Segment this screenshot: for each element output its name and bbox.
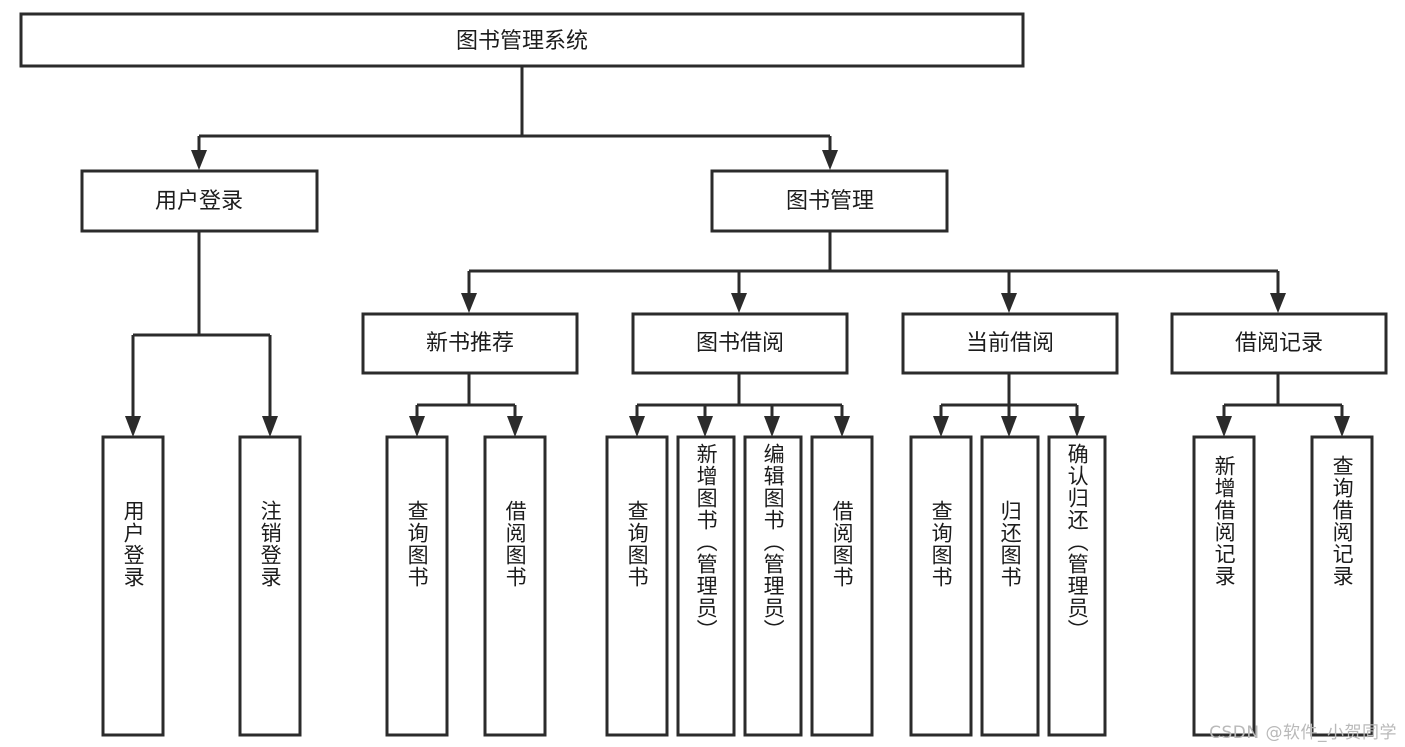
arrow-borrowrecords-leaf-2 bbox=[1334, 416, 1350, 437]
arrow-bookborrow-leaf-3 bbox=[764, 416, 780, 437]
node-current-borrow[interactable]: 当前借阅 bbox=[901, 312, 1119, 375]
node-user-login-box[interactable] bbox=[80, 169, 319, 233]
arrow-borrowrecords-leaf-1 bbox=[1216, 416, 1232, 437]
arrow-bookborrow-leaf-4 bbox=[834, 416, 850, 437]
node-book-borrow-box[interactable] bbox=[631, 312, 849, 375]
node-root[interactable]: 图书管理系统 bbox=[19, 12, 1025, 68]
arrow-root-to-book-manage bbox=[822, 150, 838, 170]
arrow-root-to-user-login bbox=[191, 150, 207, 170]
node-borrow-records-box[interactable] bbox=[1170, 312, 1388, 375]
arrow-currentborrow-leaf-1 bbox=[933, 416, 949, 437]
leaf-box-borrow-records-2[interactable] bbox=[1310, 435, 1374, 737]
node-current-borrow-box[interactable] bbox=[901, 312, 1119, 375]
node-new-book-recommend-box[interactable] bbox=[361, 312, 579, 375]
leaf-box-user-login-1[interactable] bbox=[101, 435, 165, 737]
arrow-userlogin-leaf-1 bbox=[125, 416, 141, 437]
watermark-text: CSDN @软件_小贺同学 bbox=[1209, 723, 1397, 743]
leaf-box-current-borrow-1[interactable] bbox=[909, 435, 973, 737]
node-borrow-records[interactable]: 借阅记录 bbox=[1170, 312, 1388, 375]
node-book-manage-box[interactable] bbox=[710, 169, 949, 233]
node-new-book-recommend[interactable]: 新书推荐 bbox=[361, 312, 579, 375]
arrow-currentborrow-leaf-3 bbox=[1069, 416, 1085, 437]
leaf-box-current-borrow-2[interactable] bbox=[980, 435, 1040, 737]
node-book-manage[interactable]: 图书管理 bbox=[710, 169, 949, 233]
arrow-userlogin-leaf-2 bbox=[262, 416, 278, 437]
node-root-box[interactable] bbox=[19, 12, 1025, 68]
leaf-box-book-borrow-1[interactable] bbox=[605, 435, 669, 737]
node-book-borrow[interactable]: 图书借阅 bbox=[631, 312, 849, 375]
node-borrow-records-label: 借阅记录 bbox=[1235, 331, 1323, 356]
connector-layer bbox=[125, 67, 1350, 437]
node-current-borrow-label: 当前借阅 bbox=[966, 331, 1054, 356]
leaf-box-new-book-1[interactable] bbox=[385, 435, 449, 737]
arrow-bookmanage-to-book-borrow bbox=[731, 293, 747, 313]
leaf-box-user-login-2[interactable] bbox=[238, 435, 302, 737]
arrow-bookmanage-to-new-book bbox=[461, 293, 477, 313]
leaf-box-book-borrow-3[interactable] bbox=[743, 435, 803, 737]
leaf-box-book-borrow-2[interactable] bbox=[676, 435, 736, 737]
leaf-box-new-book-2[interactable] bbox=[483, 435, 547, 737]
arrow-bookmanage-to-current-borrow bbox=[1001, 293, 1017, 313]
node-root-label: 图书管理系统 bbox=[456, 29, 588, 54]
arrow-currentborrow-leaf-2 bbox=[1001, 416, 1017, 437]
leaf-box-borrow-records-1[interactable] bbox=[1192, 435, 1256, 737]
arrow-newbook-leaf-2 bbox=[507, 416, 523, 437]
node-user-login[interactable]: 用户登录 bbox=[80, 169, 319, 233]
arrow-bookmanage-to-borrow-records bbox=[1270, 293, 1286, 313]
node-book-manage-label: 图书管理 bbox=[786, 189, 874, 214]
leaf-box-current-borrow-3[interactable] bbox=[1047, 435, 1107, 737]
leaf-box-book-borrow-4[interactable] bbox=[810, 435, 874, 737]
arrow-bookborrow-leaf-1 bbox=[629, 416, 645, 437]
arrow-bookborrow-leaf-2 bbox=[697, 416, 713, 437]
node-new-book-recommend-label: 新书推荐 bbox=[426, 331, 514, 356]
node-user-login-label: 用户登录 bbox=[155, 189, 243, 214]
arrow-newbook-leaf-1 bbox=[409, 416, 425, 437]
node-book-borrow-label: 图书借阅 bbox=[696, 331, 784, 356]
